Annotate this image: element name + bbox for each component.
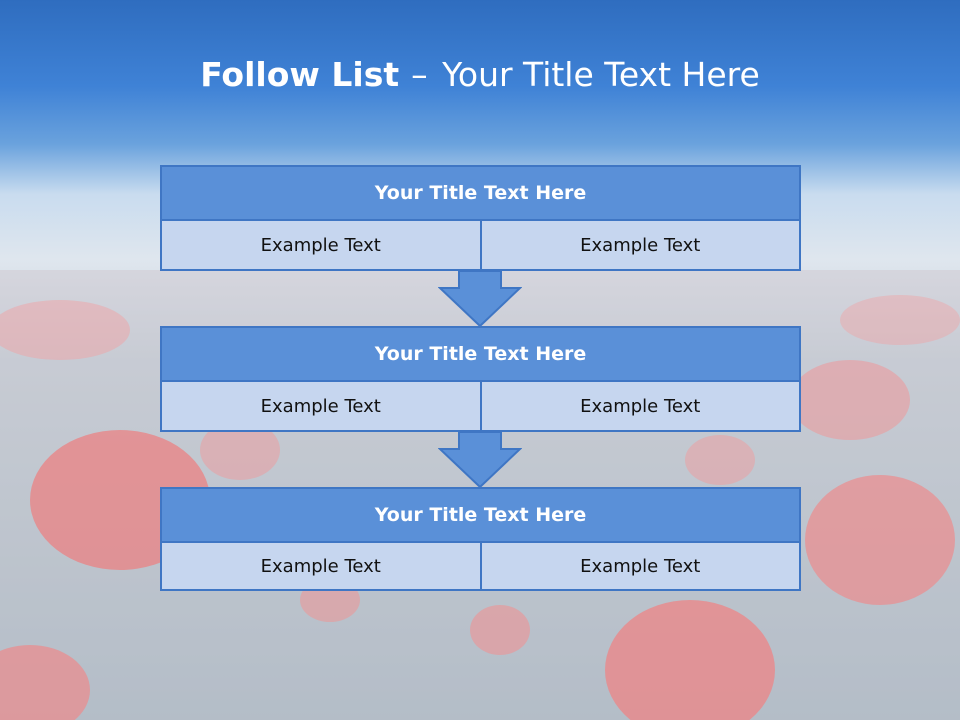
down-arrow-icon [438, 431, 522, 489]
block-3-title: Your Title Text Here [160, 487, 801, 543]
title-dash: – [411, 55, 428, 94]
list-block-2: Your Title Text Here Example Text Exampl… [160, 326, 801, 432]
block-2-right-cell: Example Text [481, 382, 801, 432]
block-2-title: Your Title Text Here [160, 326, 801, 382]
block-3-right-cell: Example Text [481, 543, 801, 591]
block-1-row: Example Text Example Text [160, 221, 801, 271]
block-2-left-cell: Example Text [160, 382, 482, 432]
list-block-1: Your Title Text Here Example Text Exampl… [160, 165, 801, 271]
block-1-right-cell: Example Text [481, 221, 801, 271]
list-block-3: Your Title Text Here Example Text Exampl… [160, 487, 801, 591]
block-3-left-cell: Example Text [160, 543, 482, 591]
block-2-row: Example Text Example Text [160, 382, 801, 432]
block-1-left-cell: Example Text [160, 221, 482, 271]
down-arrow-icon [438, 270, 522, 328]
block-3-row: Example Text Example Text [160, 543, 801, 591]
title-rest: Your Title Text Here [442, 55, 760, 94]
title-bold: Follow List [200, 55, 400, 94]
slide-title: Follow List– Your Title Text Here [0, 52, 960, 98]
block-1-title: Your Title Text Here [160, 165, 801, 221]
